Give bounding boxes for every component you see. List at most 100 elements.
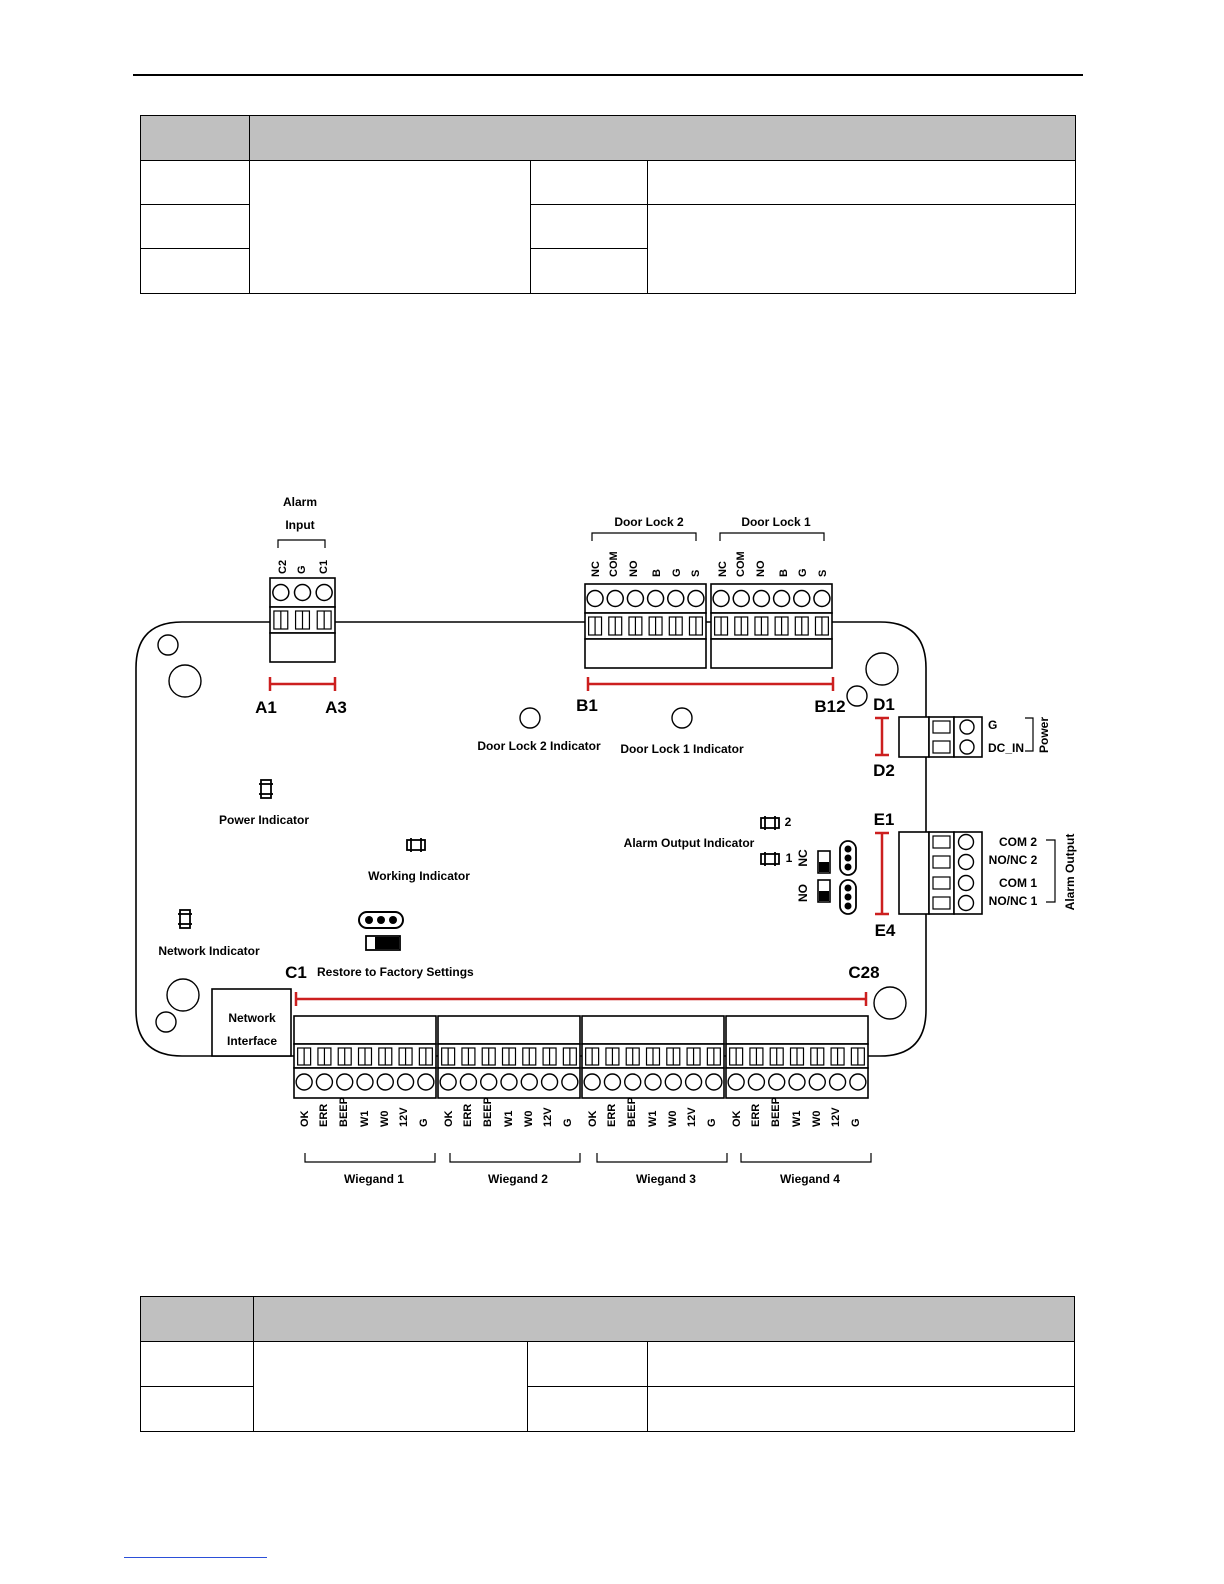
bottom-table-cell	[140, 1386, 254, 1432]
door-lock-1-pin-label: COM	[735, 551, 747, 577]
door-lock-1-pin-label: S	[817, 570, 829, 577]
door-lock-2-pin-label: COM	[608, 551, 620, 577]
terminal-hole	[646, 589, 665, 608]
bottom-table-cell	[527, 1386, 648, 1432]
wiegand-hole	[788, 1073, 806, 1091]
terminal-hole	[712, 589, 730, 608]
wiegand-housing	[437, 1015, 581, 1045]
wiegand-terminals	[293, 1015, 869, 1099]
top-table-cell	[140, 204, 250, 249]
door-lock-2-pin-label: S	[690, 570, 702, 577]
alarm-input-title-2: Input	[285, 518, 314, 532]
terminal-housing	[710, 638, 833, 669]
network-indicator-led	[178, 909, 192, 929]
wiegand-4-pin-label: OK	[731, 1110, 743, 1127]
wiegand-1-pin-label: 12V	[398, 1107, 410, 1127]
network-indicator-label: Network Indicator	[158, 944, 260, 958]
wiegand-hole	[439, 1073, 457, 1091]
door-lock-1-pin-label: NC	[717, 561, 729, 577]
wiegand-4-pin-label: W0	[811, 1111, 823, 1128]
door-lock-2-pin-label: NO	[628, 560, 640, 577]
wiegand-2-pin-label: W0	[523, 1111, 535, 1128]
alarm-output-pin-com1: COM 1	[999, 876, 1037, 890]
wiegand-1-pin-label: OK	[299, 1110, 311, 1127]
top-table-cell	[530, 248, 648, 294]
range-marker-a	[268, 677, 337, 691]
door-lock-2-bracket	[591, 532, 697, 541]
wiegand-hole	[583, 1073, 601, 1091]
range-marker-b	[586, 677, 835, 691]
wiegand-1-title: Wiegand 1	[344, 1172, 404, 1186]
bottom-table-cell	[527, 1341, 648, 1387]
wiegand-hole	[561, 1073, 579, 1091]
terminal-hole	[626, 589, 645, 608]
wiegand-1-pin-label: G	[418, 1118, 430, 1127]
range-marker-e	[875, 831, 889, 916]
alarm-output-housing	[898, 831, 930, 915]
alarm-output-hole	[957, 833, 975, 851]
wiegand-4-pin-label: W1	[791, 1111, 803, 1128]
alarm-output-led-2	[760, 816, 780, 830]
wiegand-hole	[336, 1073, 354, 1091]
door-lock-1-pin-label: B	[778, 569, 790, 577]
terminal-hole	[732, 589, 750, 608]
terminal-hole	[315, 583, 333, 602]
power-hole	[959, 719, 975, 735]
label-e4: E4	[875, 921, 896, 940]
alarm-input-title-1: Alarm	[283, 495, 317, 509]
wiegand-hole	[459, 1073, 478, 1091]
terminal-teeth	[710, 612, 833, 640]
door-lock-2-indicator-label: Door Lock 2 Indicator	[477, 739, 601, 753]
wiegand-1-pin-label: BEEP	[338, 1097, 350, 1127]
wiegand-3-bracket	[596, 1153, 728, 1163]
bottom-table-cell	[646, 1386, 1076, 1432]
wiegand-hole	[664, 1073, 682, 1091]
terminal-hole	[772, 589, 791, 608]
wiegand-hole	[396, 1073, 415, 1091]
wiegand-hole	[540, 1073, 559, 1091]
top-table-cell	[646, 204, 1077, 294]
bottom-table	[140, 1296, 1076, 1432]
terminal-hole	[586, 589, 604, 608]
wiegand-hole	[849, 1073, 867, 1091]
alarm-input-terminal	[269, 577, 336, 663]
top-table-cell	[140, 248, 250, 294]
network-interface-label-2: Interface	[227, 1034, 277, 1048]
range-marker-c	[294, 992, 868, 1006]
wiegand-4-pin-label: BEEP	[770, 1097, 782, 1127]
alarm-output-jumpers	[817, 840, 857, 915]
door-lock-1-indicator-label: Door Lock 1 Indicator	[620, 742, 744, 756]
wiegand-3-pin-label: ERR	[606, 1104, 618, 1127]
wiegand-3-pin-label: 12V	[686, 1107, 698, 1127]
label-d1: D1	[873, 695, 895, 714]
alarm-input-pin-label: G	[296, 565, 308, 574]
wiegand-hole	[315, 1073, 334, 1091]
terminal-hole	[752, 589, 771, 608]
mounting-hole	[846, 685, 868, 707]
wiegand-3-title: Wiegand 3	[636, 1172, 696, 1186]
door-lock-1-pin-label: G	[797, 568, 809, 577]
top-table	[140, 115, 1077, 294]
wiegand-3-pin-label: OK	[587, 1110, 599, 1127]
terminal-hole	[606, 589, 624, 608]
wiegand-hole	[603, 1073, 622, 1091]
network-interface-port	[211, 988, 292, 1057]
mounting-hole	[865, 652, 899, 686]
door-lock-terminals	[584, 583, 833, 669]
alarm-output-pin-nonc2: NO/NC 2	[989, 853, 1038, 867]
network-interface-label-1: Network	[228, 1011, 276, 1025]
alarm-output-led-1	[760, 852, 780, 866]
wiegand-hole	[520, 1073, 538, 1091]
restore-jumper	[358, 911, 404, 951]
label-b1: B1	[576, 696, 598, 715]
door-lock-1-title: Door Lock 1	[741, 515, 811, 529]
range-marker-d	[875, 716, 889, 757]
header-rule	[133, 74, 1083, 76]
mounting-hole	[873, 986, 907, 1020]
terminal-hole	[687, 589, 705, 608]
board-outline	[135, 621, 927, 1057]
alarm-output-terminal	[898, 831, 983, 915]
wiegand-hole	[480, 1073, 498, 1091]
